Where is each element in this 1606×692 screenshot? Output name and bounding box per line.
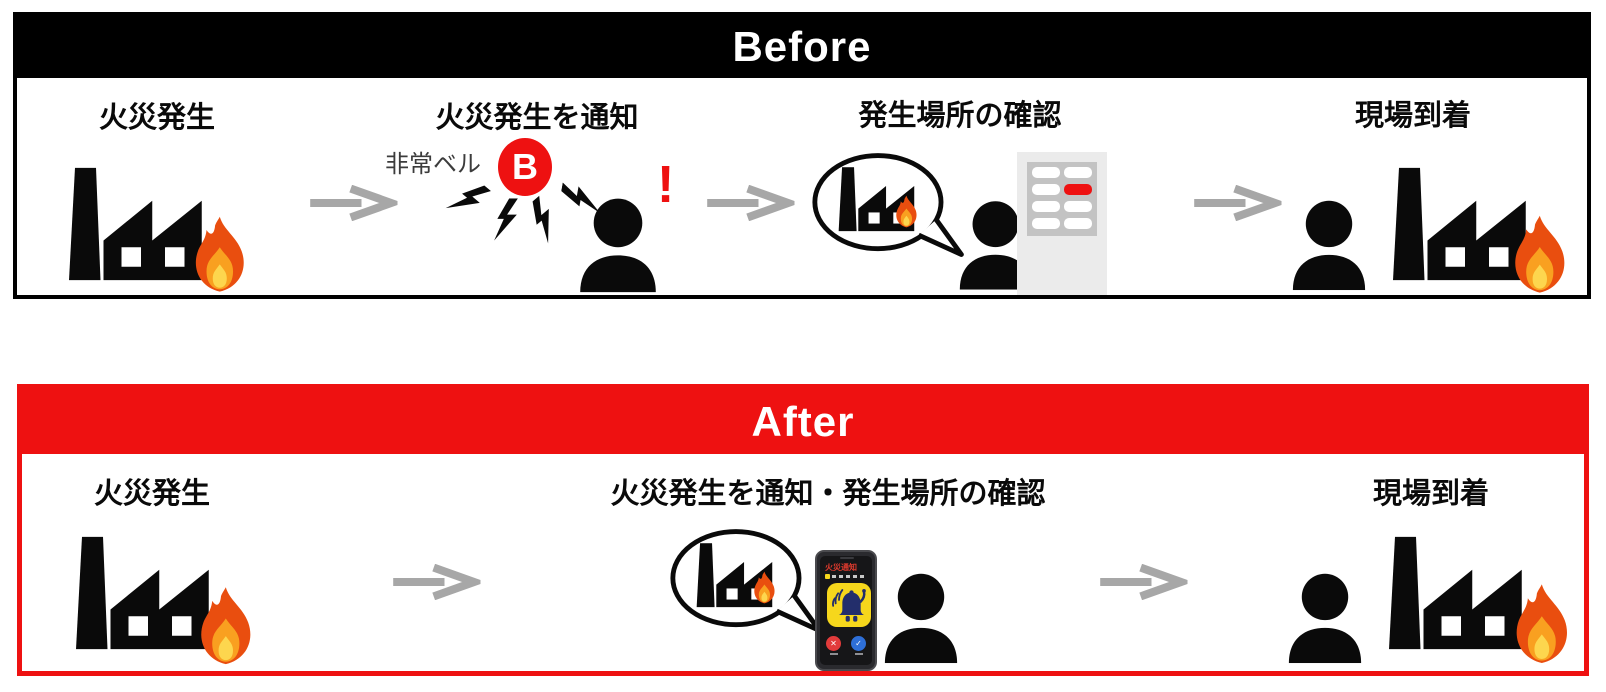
bell-app-icon — [827, 583, 871, 627]
before-title: Before — [732, 23, 872, 70]
phone-speaker — [840, 557, 854, 559]
before-section: Before 火災発生 火災発生を通知 非常ベル B ! 発生場所の確認 — [13, 12, 1591, 299]
alarm-control-panel — [1017, 152, 1107, 295]
indicator-lamp — [1032, 184, 1060, 195]
indicator-lamp — [1032, 201, 1060, 212]
after-title: After — [751, 397, 855, 445]
alarm-bell-icon: B — [498, 138, 552, 196]
alarm-bell-letter: B — [512, 146, 538, 187]
decline-call: ✕ — [826, 636, 841, 655]
accept-call-caption — [854, 653, 863, 655]
after-content: 火災発生 火災発生を通知・発生場所の確認 火災通知 — [22, 454, 1584, 671]
lightning-bolt-icon — [444, 175, 492, 225]
indicator-lamp — [1032, 218, 1060, 229]
accept-call: ✓ — [851, 636, 866, 655]
before-header: Before — [17, 16, 1587, 78]
indicator-lamp — [1032, 167, 1060, 178]
flow-arrow-icon — [1095, 564, 1190, 600]
phone-app-line — [825, 574, 866, 579]
decline-call-caption — [829, 653, 838, 655]
lightning-bolt-icon — [493, 198, 519, 242]
emergency-bell-caption: 非常ベル — [385, 151, 481, 178]
speech-bubble-factory-fire — [670, 529, 822, 633]
indicator-lamp — [1064, 218, 1092, 229]
call-buttons-row: ✕ ✓ — [820, 636, 872, 655]
decline-glyph: ✕ — [830, 638, 837, 648]
phone-alert-title: 火災通知 — [825, 563, 857, 572]
accept-call-button: ✓ — [851, 636, 866, 651]
indicator-lamp — [1064, 201, 1092, 212]
flow-arrow-icon — [702, 185, 797, 221]
accept-glyph: ✓ — [855, 638, 862, 648]
after-section: After 火災発生 火災発生を通知・発生場所の確認 火災通知 — [17, 384, 1589, 676]
before-content: 火災発生 火災発生を通知 非常ベル B ! 発生場所の確認 — [17, 78, 1587, 295]
smartphone: 火災通知 — [815, 550, 877, 671]
before-step4-label: 現場到着 — [1354, 100, 1471, 132]
before-step3-label: 発生場所の確認 — [858, 100, 1062, 132]
flow-arrow-icon — [1189, 185, 1284, 221]
speech-bubble-factory-fire — [812, 153, 964, 257]
app-badge-icon — [825, 574, 830, 579]
indicator-lamp — [1064, 167, 1092, 178]
decline-call-button: ✕ — [826, 636, 841, 651]
app-name-text — [832, 575, 866, 578]
before-step2-label: 火災発生を通知 — [435, 102, 639, 134]
person-icon — [1282, 568, 1368, 668]
after-step1-label: 火災発生 — [93, 478, 210, 510]
before-step1-label: 火災発生 — [98, 102, 215, 134]
after-step3-label: 現場到着 — [1372, 478, 1489, 510]
fire-icon — [1500, 582, 1582, 667]
fire-icon — [185, 584, 265, 669]
alert-exclamation: ! — [657, 156, 675, 214]
fire-icon — [180, 214, 258, 296]
person-icon — [573, 195, 663, 295]
after-step2-label: 火災発生を通知・発生場所の確認 — [610, 478, 1046, 510]
flow-arrow-icon — [305, 185, 400, 221]
after-header: After — [22, 389, 1584, 454]
alarm-indicator-grid — [1027, 162, 1097, 236]
bell-mascot-icon — [832, 589, 866, 622]
phone-screen: 火災通知 — [820, 556, 872, 665]
person-icon — [878, 568, 964, 668]
fire-icon — [1499, 214, 1579, 296]
person-icon — [1286, 195, 1372, 295]
indicator-lamp-active — [1064, 184, 1092, 195]
flow-arrow-icon — [388, 564, 483, 600]
